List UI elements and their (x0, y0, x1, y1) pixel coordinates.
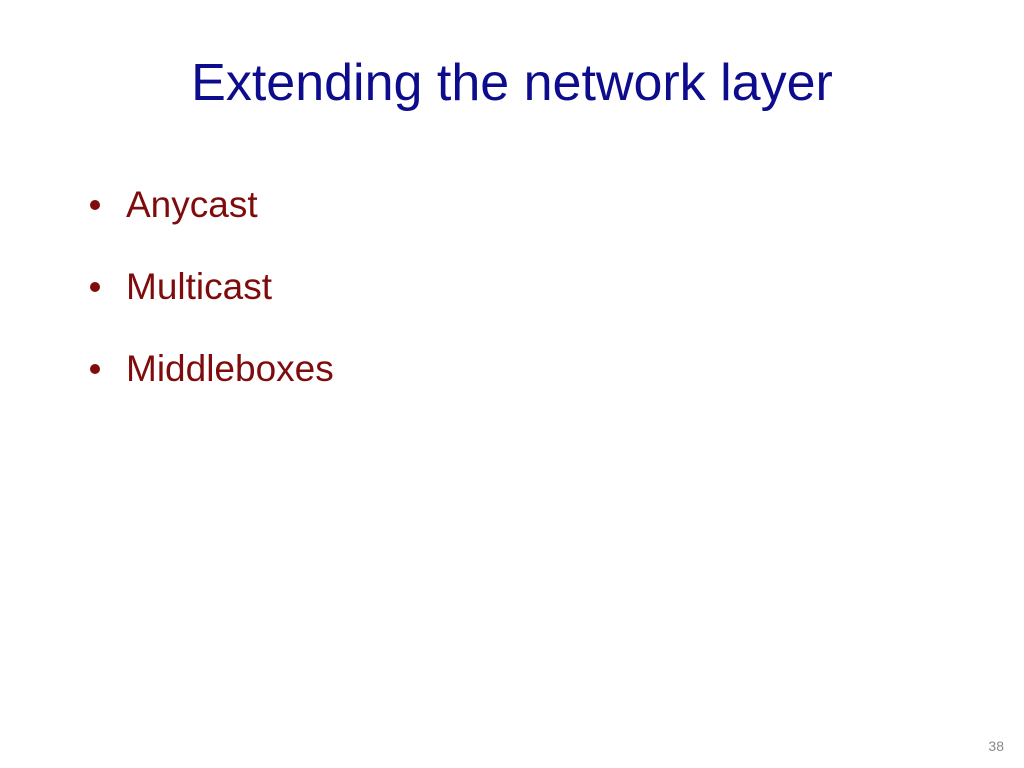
bullet-dot-icon (90, 364, 100, 374)
bullet-text: Multicast (126, 266, 272, 307)
slide-title: Extending the network layer (191, 54, 833, 112)
bullet-item-middleboxes: Middleboxes (84, 344, 334, 394)
bullet-item-anycast: Anycast (84, 180, 334, 230)
bullet-dot-icon (90, 200, 100, 210)
bullet-list: Anycast Multicast Middleboxes (84, 180, 334, 426)
bullet-text: Anycast (126, 184, 258, 225)
slide-number: 38 (988, 738, 1004, 754)
bullet-dot-icon (90, 282, 100, 292)
bullet-text: Middleboxes (126, 348, 334, 389)
bullet-item-multicast: Multicast (84, 262, 334, 312)
